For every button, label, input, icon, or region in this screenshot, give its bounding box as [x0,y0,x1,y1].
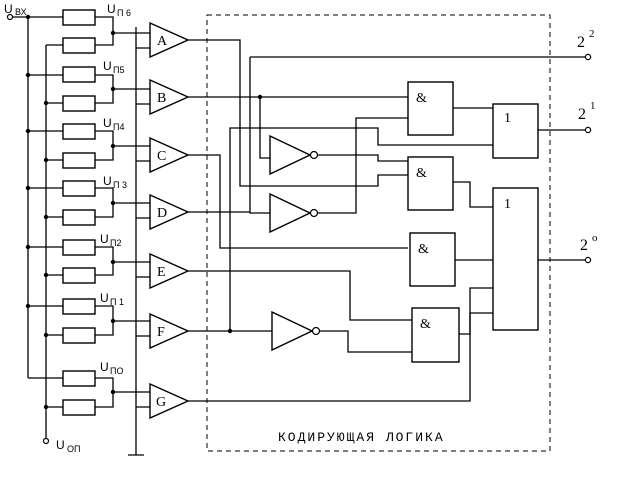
svg-text:U: U [100,232,109,246]
svg-text:&: & [420,317,431,332]
comparator-b: B [149,78,190,116]
threshold-label: U П2 [100,232,121,248]
comparator-a: A [149,21,190,59]
svg-text:B: B [157,91,166,106]
comparator-c: C [149,136,190,174]
svg-text:П4: П4 [113,122,124,132]
svg-text:U: U [103,116,112,130]
svg-text:C: C [157,149,166,164]
resistor [62,152,96,169]
svg-text:o: o [592,232,598,244]
reference-label-main: U [56,438,65,452]
svg-text:&: & [418,242,429,257]
svg-text:П 6: П 6 [117,8,131,18]
resistor [62,298,96,315]
and-gate: & [407,81,454,136]
svg-text:A: A [157,34,168,49]
output-2-2: 2 2 [577,28,595,61]
reference-terminal [42,437,50,445]
inverter [269,134,319,176]
svg-text:П5: П5 [113,65,124,75]
or-gate: 1 [492,187,539,331]
comparator-g: G [149,382,190,420]
comparator-e: E [149,252,190,290]
comparator-f: F [149,312,190,350]
svg-text:1: 1 [504,197,511,212]
svg-text:П 1: П 1 [110,297,124,307]
and-gate: & [407,156,454,211]
junction-dots [25,14,116,410]
output-2-1: 2 1 [578,100,596,134]
resistor [62,209,96,226]
threshold-label: U П 1 [100,291,124,307]
svg-text:U: U [100,360,109,374]
svg-text:E: E [157,265,166,280]
svg-text:П 3: П 3 [113,180,127,190]
inverter [271,310,321,352]
svg-text:U: U [107,2,116,16]
and-gate: & [411,307,460,363]
reference-label-sub: ОП [67,444,80,454]
resistor [62,180,96,197]
resistor [62,9,96,26]
threshold-label: U П5 [103,59,124,75]
svg-text:F: F [157,325,165,340]
coding-logic-title: КОДИРУЮЩАЯ ЛОГИКА [278,430,445,445]
resistor [62,327,96,344]
svg-text:&: & [416,91,427,106]
input-label-sub: ВХ [15,7,27,17]
and-gate: & [409,232,456,287]
resistor [62,239,96,256]
svg-text:П2: П2 [110,238,121,248]
svg-text:D: D [157,206,167,221]
svg-text:U: U [100,291,109,305]
resistor [62,123,96,140]
resistor [62,399,96,416]
svg-text:2: 2 [578,106,586,123]
svg-text:ПО: ПО [110,366,123,376]
svg-text:U: U [103,174,112,188]
threshold-label: U П 6 [107,2,131,18]
resistor-ladder: U ВХ U ОП [4,2,150,454]
svg-text:2: 2 [589,28,595,40]
svg-text:2: 2 [580,237,588,254]
or-gate: 1 [492,103,539,159]
svg-text:U: U [103,59,112,73]
output-2-0: 2 o [580,232,598,264]
svg-text:1: 1 [504,111,511,126]
svg-text:G: G [156,395,166,410]
resistor [62,37,96,54]
svg-text:&: & [416,166,427,181]
logic-wiring [188,39,585,402]
resistor [62,95,96,112]
resistor [62,370,96,387]
resistor [62,267,96,284]
coding-logic-boundary [206,14,551,452]
svg-text:1: 1 [590,100,596,112]
input-label-main: U [4,2,13,16]
comparator-d: D [149,193,190,231]
threshold-label: U ПО [100,360,123,376]
svg-text:2: 2 [577,34,585,51]
threshold-label: U П4 [103,116,124,132]
inverter [269,192,319,234]
resistor [62,66,96,83]
threshold-label: U П 3 [103,174,127,190]
